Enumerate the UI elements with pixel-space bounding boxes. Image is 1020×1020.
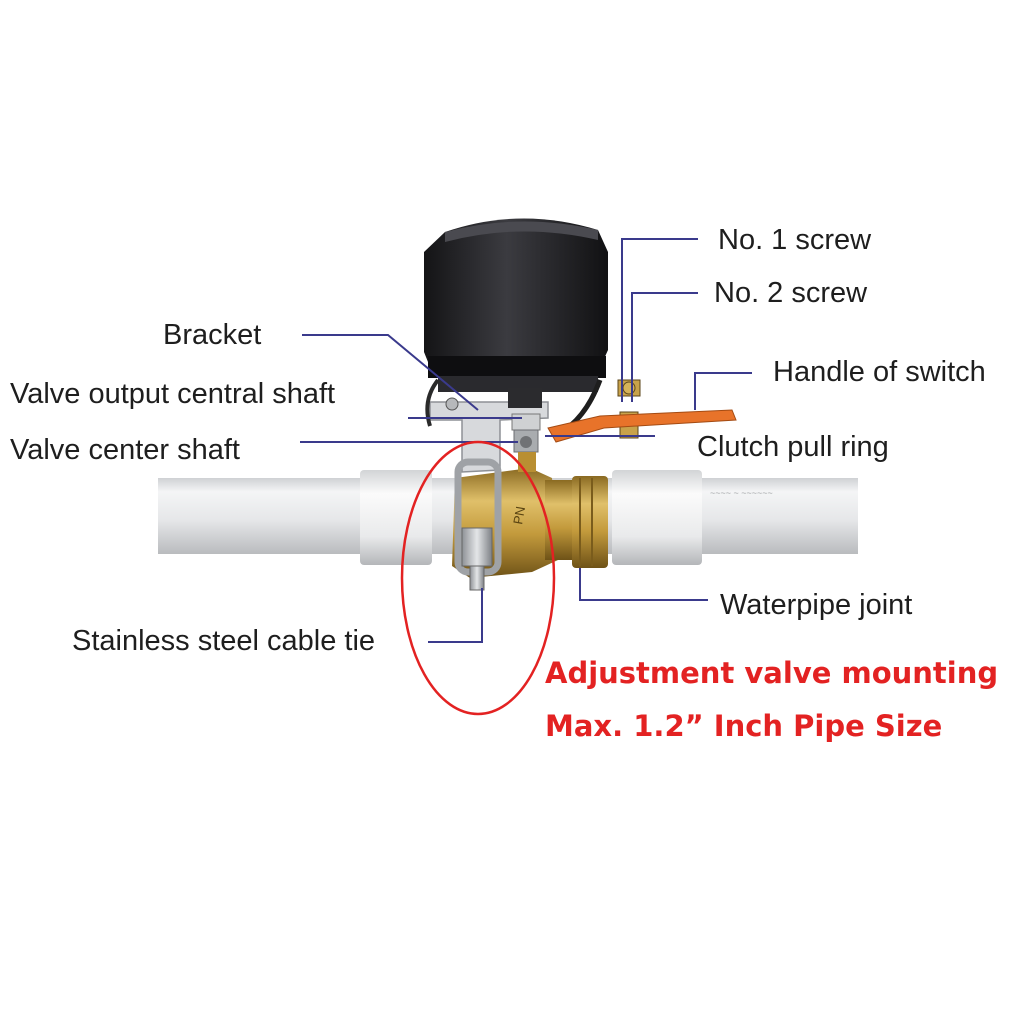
cable-tie-clamp — [454, 458, 502, 591]
svg-text:~~~~ ~ ~~~~~~: ~~~~ ~ ~~~~~~ — [710, 488, 773, 498]
svg-text:PN: PN — [510, 505, 528, 525]
note-line2: Max. 1.2” Inch Pipe Size — [545, 709, 943, 743]
leader-lines — [300, 238, 752, 643]
leader-waterpipe-joint — [579, 568, 708, 601]
label-stainless-steel-cable-tie: Stainless steel cable tie — [72, 625, 376, 657]
switch-handle — [547, 409, 737, 443]
leader-no1-screw — [621, 238, 698, 402]
label-bracket: Bracket — [163, 319, 262, 351]
leader-handle-of-switch — [694, 372, 752, 410]
label-valve-center-shaft: Valve center shaft — [10, 434, 240, 466]
mounting-highlight-ellipse — [400, 440, 556, 716]
valve-actuator — [424, 218, 608, 472]
label-valve-output-central-shaft: Valve output central shaft — [10, 378, 336, 410]
label-waterpipe-joint: Waterpipe joint — [720, 589, 913, 621]
note-line1: Adjustment valve mounting — [545, 656, 999, 690]
label-no1-screw: No. 1 screw — [718, 224, 872, 256]
label-clutch-pull-ring: Clutch pull ring — [697, 431, 889, 463]
leader-no2-screw — [631, 292, 698, 402]
leader-cable-tie — [428, 588, 483, 643]
label-no2-screw: No. 2 screw — [714, 277, 868, 309]
label-handle-of-switch: Handle of switch — [773, 356, 986, 388]
leader-bracket — [302, 334, 479, 411]
